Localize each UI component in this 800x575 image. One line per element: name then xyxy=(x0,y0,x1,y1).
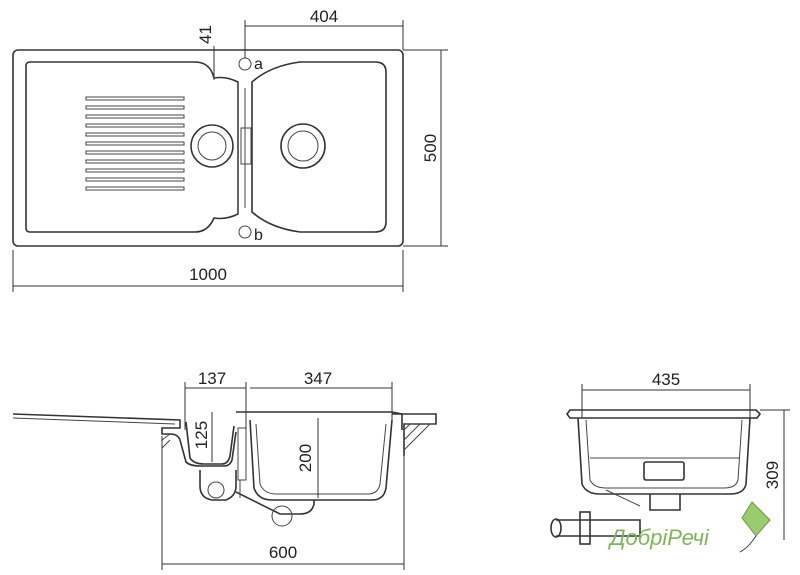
front-waste-pipe xyxy=(556,519,641,537)
tap-hole-a xyxy=(238,57,252,71)
dim-404: 404 xyxy=(310,7,338,26)
dim-600: 600 xyxy=(269,543,297,562)
kite-icon xyxy=(741,501,771,537)
side-overflow xyxy=(237,427,247,481)
drain-main-outer xyxy=(280,123,326,169)
front-overflow-pipe xyxy=(605,489,641,507)
side-view: 137 347 125 200 600 xyxy=(12,369,437,570)
front-bowl-inner xyxy=(585,419,743,489)
side-trap-bulb xyxy=(271,505,293,527)
front-drain xyxy=(643,461,685,481)
side-waste-pipe xyxy=(235,491,315,515)
front-pipe-end xyxy=(550,518,562,538)
dim-41: 41 xyxy=(196,25,215,44)
front-bowl xyxy=(577,417,751,495)
side-small-bowl xyxy=(185,421,235,465)
kite-tail-icon xyxy=(739,535,757,553)
dim-125: 125 xyxy=(192,421,211,449)
side-main-bowl xyxy=(249,419,393,501)
dim-137: 137 xyxy=(198,369,226,388)
dim-347: 347 xyxy=(304,369,332,388)
dim-309: 309 xyxy=(763,461,782,489)
dim-200: 200 xyxy=(296,444,315,472)
overflow-slot xyxy=(240,127,252,165)
side-drainboard xyxy=(12,413,237,467)
side-trap-bulb-2 xyxy=(207,481,225,499)
front-view: 435 309 xyxy=(550,370,790,545)
tap-hole-b xyxy=(238,225,252,239)
watermark-logo: ДобріРечі xyxy=(607,501,771,553)
side-drainboard-inner xyxy=(12,417,176,425)
tap-hole-a-label: a xyxy=(254,56,263,73)
main-bowl xyxy=(251,61,387,233)
drainboard-grooves xyxy=(85,96,185,191)
dim-500: 500 xyxy=(421,134,440,162)
front-trap xyxy=(649,494,681,511)
side-trap xyxy=(199,470,237,501)
drainboard-area xyxy=(25,61,239,233)
side-main-bowl-inner xyxy=(255,423,387,495)
sink-outline xyxy=(12,49,404,247)
top-view: a b 404 41 500 1000 xyxy=(12,7,448,292)
front-pipe-nut xyxy=(579,511,591,545)
drain-main-inner xyxy=(287,130,319,162)
worktop-hatching xyxy=(161,423,431,451)
dim-1000: 1000 xyxy=(189,265,227,284)
drain-small-outer xyxy=(190,124,234,168)
watermark-text: ДобріРечі xyxy=(607,525,710,550)
drain-small-inner xyxy=(197,131,227,161)
side-rim xyxy=(236,411,403,430)
tap-hole-b-label: b xyxy=(254,227,263,244)
worktop xyxy=(392,413,437,456)
dim-435: 435 xyxy=(652,370,680,389)
front-rim xyxy=(566,409,762,419)
